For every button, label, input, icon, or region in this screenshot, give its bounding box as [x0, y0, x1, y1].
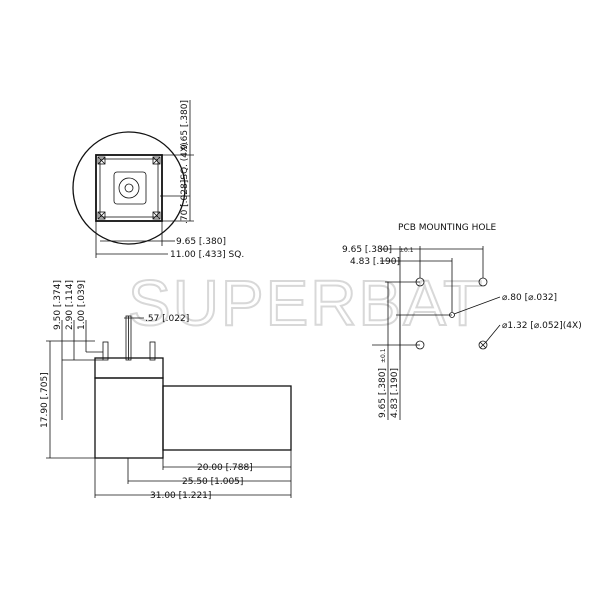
pcb-corner-hole: ⌀1.32 [⌀.052](4X) [502, 321, 582, 331]
pcb-v1-tol: ±0.1 [380, 348, 387, 363]
pcb-center-hole: ⌀.80 [⌀.032] [502, 293, 557, 303]
side-dim-a: 9.50 [.374] [53, 280, 63, 330]
top-view: 9.65 [.380] .70 [.028]SQ. (4X) 9.65 [.38… [72, 100, 244, 260]
side-dim-height: 17.90 [.705] [40, 372, 50, 428]
pcb-h1: 9.65 [.380] [342, 245, 392, 255]
pcb-v2: 4.83 [.190] [390, 368, 400, 418]
pcb-title: PCB MOUNTING HOLE [398, 223, 497, 233]
corner-pins [97, 156, 161, 220]
side-dim-len1: 20.00 [.788] [197, 463, 253, 473]
top-dim-inner: 9.65 [.380] [176, 237, 226, 247]
side-dim-pin: .57 [.022] [145, 314, 189, 324]
pcb-v1: 9.65 [.380] [378, 368, 388, 418]
pcb-h1-tol: ±0.1 [399, 247, 414, 254]
pcb-h2: 4.83 [.190] [350, 257, 400, 267]
side-view: 17.90 [.705] 9.50 [.374] 2.90 [.114] 1.0… [40, 280, 292, 501]
top-dim-outer: 11.00 [.433] SQ. [170, 250, 244, 260]
side-dim-len2: 25.50 [1.005] [182, 477, 243, 487]
side-dim-c: 1.00 [.039] [77, 280, 87, 330]
top-dim-height: 9.65 [.380] [180, 100, 190, 150]
watermark: SUPERBAT [128, 267, 484, 339]
side-dim-len3: 31.00 [1.221] [150, 491, 211, 501]
pcb-layout: PCB MOUNTING HOLE 9.65 [.380] ±0.1 4.83 … [342, 223, 582, 420]
side-dim-b: 2.90 [.114] [65, 280, 75, 330]
top-dim-hole: .70 [.028]SQ. (4X) [180, 142, 190, 224]
